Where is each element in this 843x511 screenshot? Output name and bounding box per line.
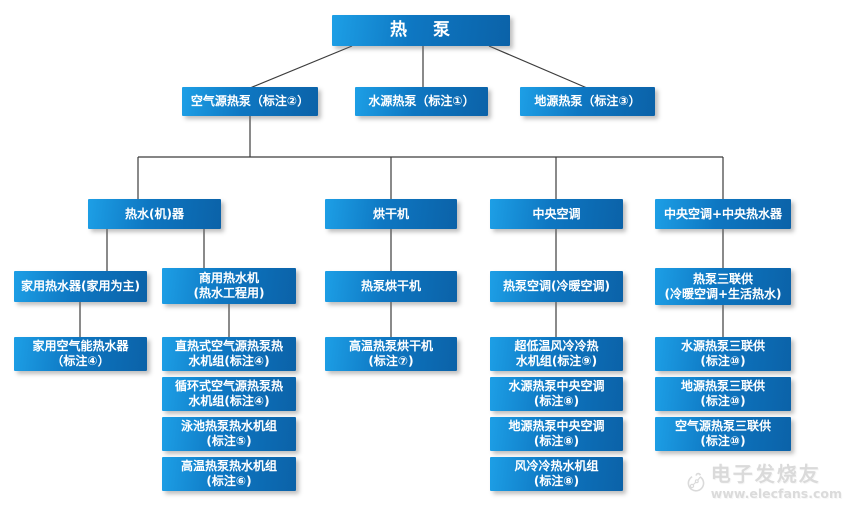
node-water-source-triple-supply: 水源热泵三联供 (标注⑩) <box>655 337 791 371</box>
node-heat-pump-triple-supply: 热泵三联供 (冷暖空调+生活热水) <box>655 268 791 305</box>
node-high-temp-water-unit: 高温热泵热水机组 (标注⑥) <box>162 457 296 491</box>
node-heat-pump-root: 热 泵 <box>332 15 510 46</box>
node-water-source-central-ac: 水源热泵中央空调 (标注⑧) <box>490 377 623 411</box>
node-heat-pump-dryer: 热泵烘干机 <box>325 271 457 302</box>
watermark: 电子发烧友 www.elecfans.com <box>686 455 842 509</box>
node-air-source-triple-supply: 空气源热泵三联供 (标注⑩) <box>655 417 791 451</box>
node-central-ac: 中央空调 <box>490 199 623 229</box>
node-pool-heat-pump-unit: 泳池热泵热水机组 (标注⑤) <box>162 417 296 451</box>
node-ground-source-central-ac: 地源热泵中央空调 (标注⑧) <box>490 417 623 451</box>
node-ground-source-triple-supply: 地源热泵三联供 (标注⑩) <box>655 377 791 411</box>
node-air-cooled-unit: 风冷冷热水机组 (标注⑧) <box>490 457 623 491</box>
watermark-brand-text: 电子发烧友 <box>710 462 821 486</box>
node-air-source-heat-pump: 空气源热泵（标注②） <box>182 87 318 116</box>
node-circulating-unit: 循环式空气源热泵热 水机组(标注④) <box>162 377 296 411</box>
node-home-air-energy-water-heater: 家用空气能热水器 （标注④） <box>14 337 147 371</box>
node-heat-pump-ac: 热泵空调(冷暖空调) <box>490 271 623 302</box>
node-water-source-heat-pump: 水源热泵（标注①） <box>355 87 488 116</box>
node-home-water-heater: 家用热水器(家用为主) <box>14 271 147 302</box>
watermark-url-text: www.elecfans.com <box>710 486 842 501</box>
node-central-ac-plus-water-heater: 中央空调+中央热水器 <box>655 199 791 229</box>
node-ground-source-heat-pump: 地源热泵（标注③） <box>520 87 655 116</box>
node-direct-heating-unit: 直热式空气源热泵热 水机组(标注④) <box>162 337 296 371</box>
node-dryer: 烘干机 <box>325 199 457 229</box>
elecfans-logo-icon <box>687 472 705 492</box>
node-water-heater: 热水(机)器 <box>88 199 221 229</box>
node-ultra-low-temp-unit: 超低温风冷冷热 水机组(标注⑨) <box>490 337 623 371</box>
node-high-temp-dryer: 高温热泵烘干机 (标注⑦) <box>325 337 457 371</box>
node-commercial-water-heater: 商用热水机 (热水工程用) <box>162 268 296 304</box>
